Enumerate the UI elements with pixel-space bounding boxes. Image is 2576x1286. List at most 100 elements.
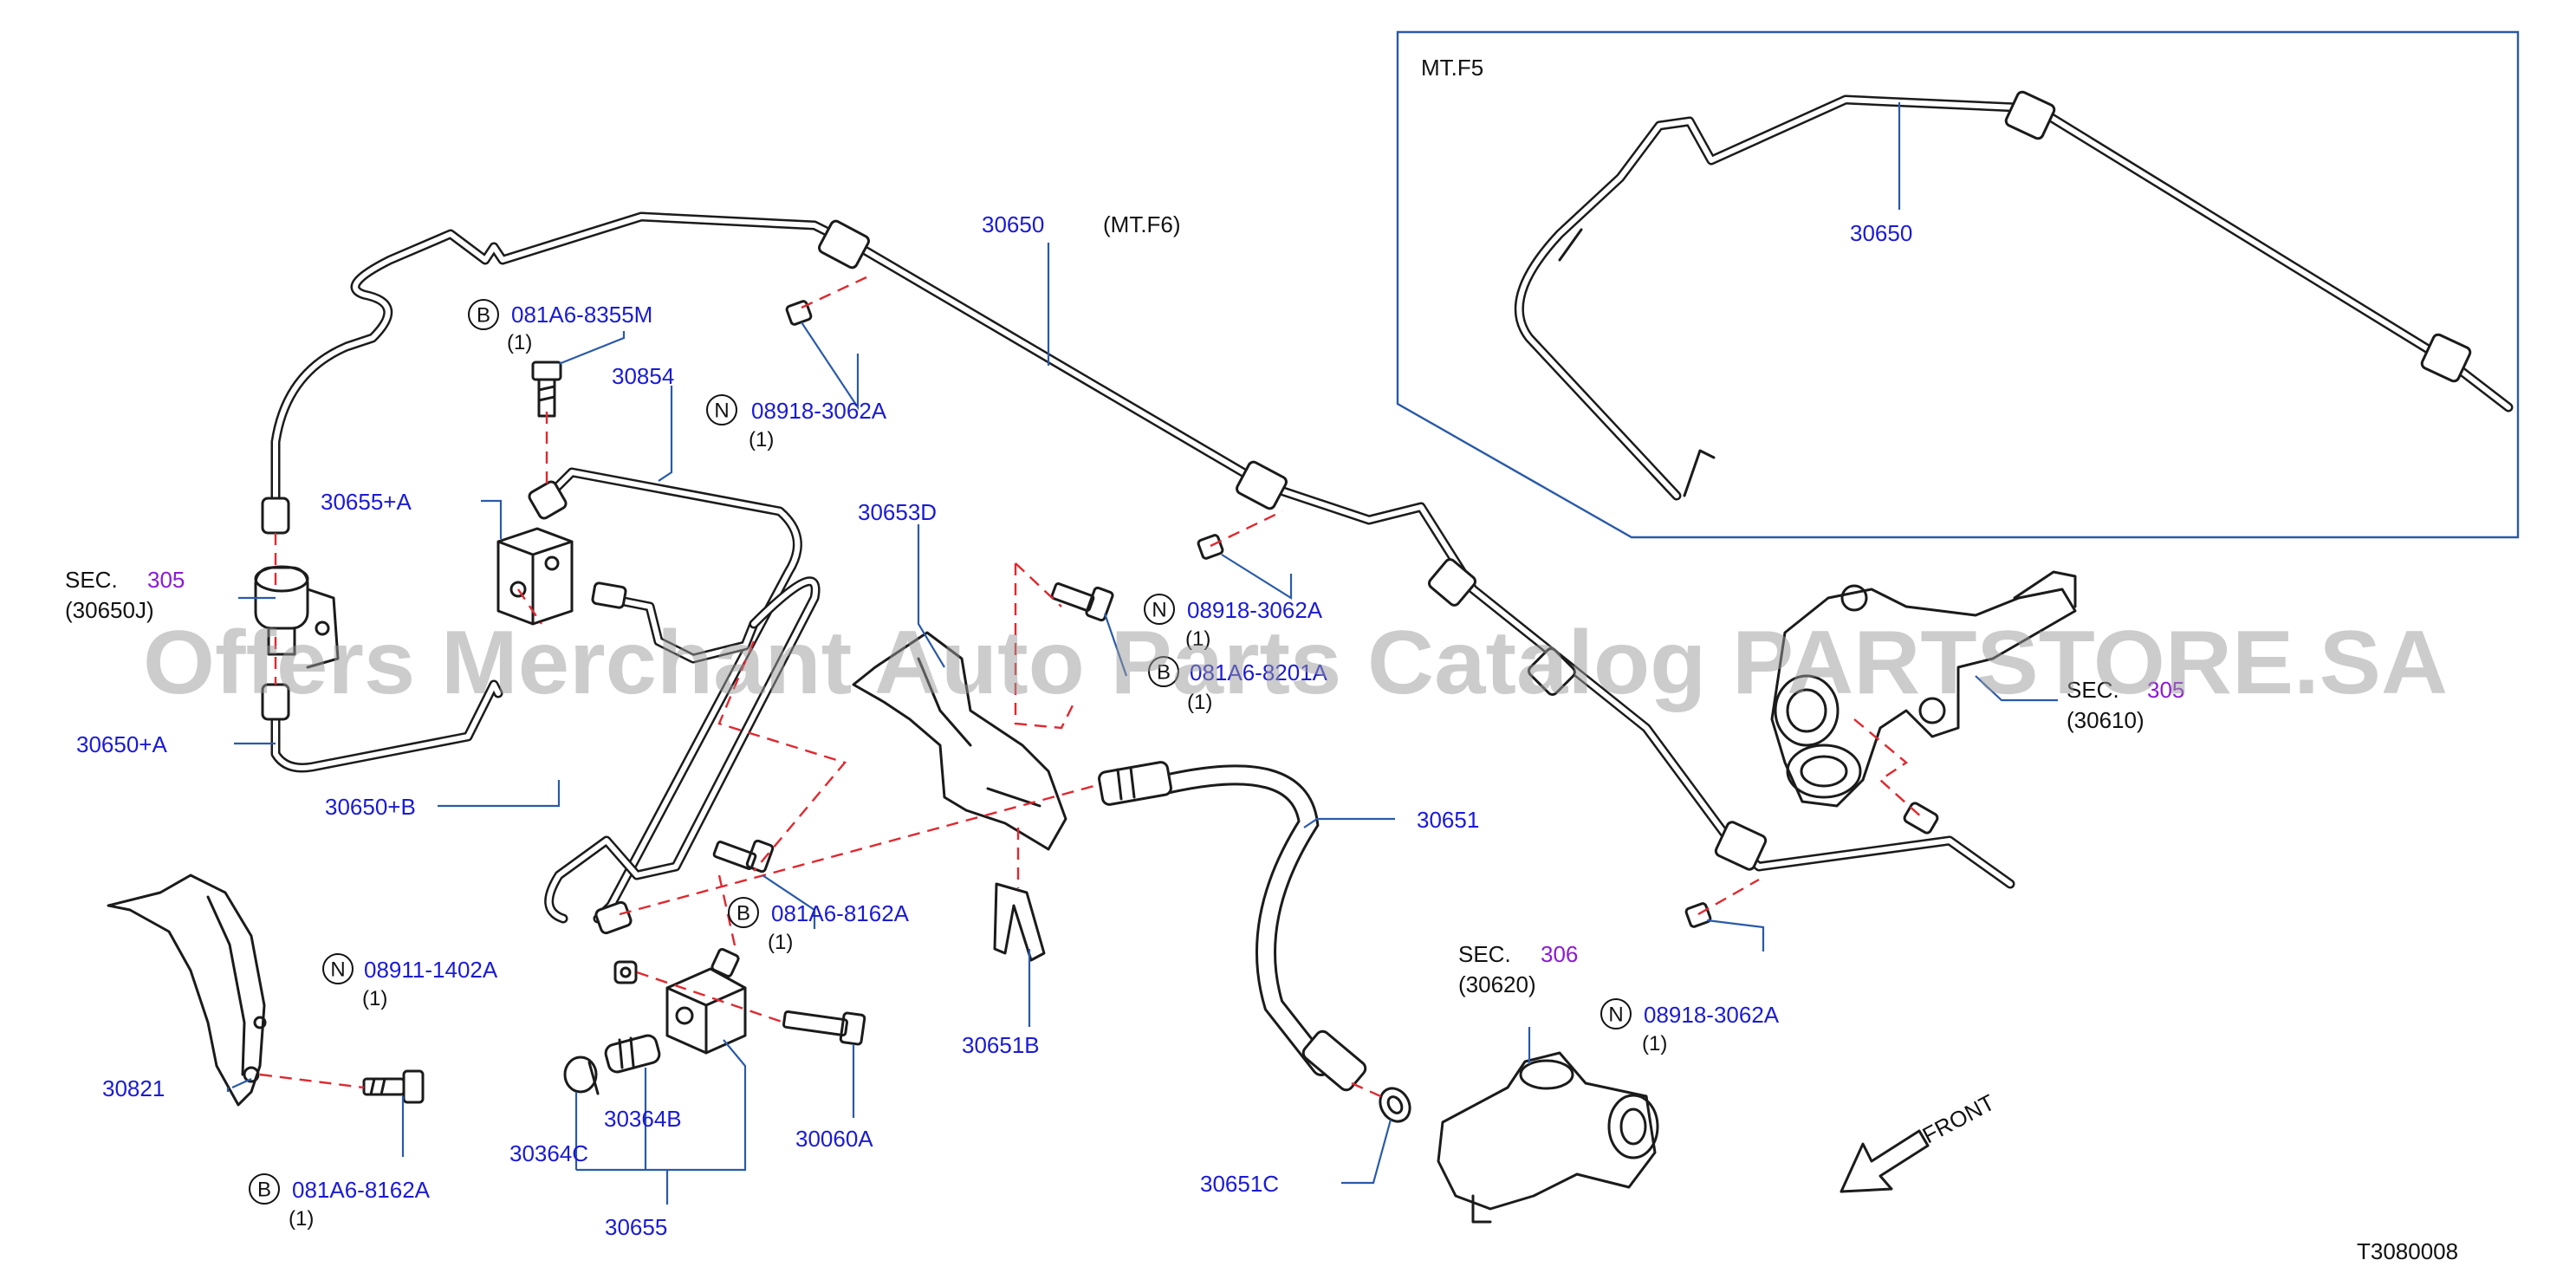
svg-text:SEC.: SEC. — [1458, 941, 1511, 967]
svg-text:N: N — [330, 958, 345, 982]
svg-text:N: N — [1152, 599, 1166, 622]
svg-text:B: B — [477, 304, 490, 328]
svg-text:(30620): (30620) — [1458, 971, 1536, 997]
master-cylinder-30610 — [1770, 570, 2077, 808]
pipe-end-fitting — [528, 480, 568, 520]
pipe-clip — [1236, 460, 1288, 510]
bolt-081a6-8355m — [531, 360, 562, 418]
bolt-30060a — [782, 1010, 866, 1046]
label-30364b: 30364B — [604, 1106, 682, 1132]
diagram-id: T3080008 — [2357, 1238, 2458, 1264]
nut-08911-1402a — [613, 960, 638, 984]
svg-text:(1): (1) — [768, 931, 793, 954]
svg-text:SEC.: SEC. — [65, 567, 118, 593]
hose-end-fitting — [1301, 1029, 1367, 1092]
svg-text:08918-3062A: 08918-3062A — [1644, 1002, 1780, 1028]
washer-30651c — [1379, 1087, 1411, 1123]
damper-30650j — [254, 565, 340, 669]
fastener-callout: N 08918-3062A (1) — [1144, 594, 1323, 651]
section-ref-30610: SEC. 305 (30610) — [2067, 677, 2184, 733]
front-label: FRONT — [1918, 1089, 1999, 1149]
svg-text:306: 306 — [1541, 941, 1578, 967]
svg-text:(1): (1) — [362, 987, 387, 1010]
label-30650a: 30650+A — [76, 731, 167, 757]
label-30364c: 30364C — [509, 1140, 588, 1166]
junction-block — [496, 527, 574, 626]
bleeder-block-30655 — [665, 947, 747, 1055]
svg-text:305: 305 — [2147, 677, 2184, 703]
inset-part-label: 30650 — [1850, 220, 1912, 246]
bleeder-cap-30364c — [563, 1055, 600, 1095]
hose-end-fitting — [1098, 761, 1172, 806]
svg-text:(1): (1) — [289, 1207, 314, 1231]
label-variant: (MT.F6) — [1103, 211, 1181, 237]
label-30821: 30821 — [102, 1075, 165, 1101]
label-30060a: 30060A — [795, 1126, 873, 1152]
svg-text:081A6-8201A: 081A6-8201A — [1190, 659, 1328, 685]
inset-pipe — [1514, 94, 2514, 501]
inset-frame — [1396, 30, 2520, 539]
bolt-081a6-8162a-upper — [712, 839, 775, 874]
pipe-clip — [1527, 646, 1577, 697]
pipe-clip — [1714, 821, 1768, 871]
label-30854: 30854 — [612, 363, 674, 389]
section-ref-30620: SEC. 306 (30620) — [1458, 941, 1578, 997]
svg-text:(1): (1) — [1187, 691, 1212, 714]
clutch-hose-30651 — [1098, 761, 1367, 1092]
svg-text:B: B — [736, 902, 750, 926]
label-30651b: 30651B — [962, 1032, 1040, 1058]
label-30651: 30651 — [1417, 807, 1479, 833]
svg-text:081A6-8355M: 081A6-8355M — [511, 302, 652, 328]
fastener-callout: B 081A6-8162A (1) — [728, 897, 910, 954]
nut-08918-3062a — [785, 300, 1712, 928]
pipe-end-fitting — [594, 900, 633, 935]
fastener-callout: N 08918-3062A (1) — [706, 394, 887, 451]
install-lines — [259, 276, 1924, 1101]
inset-clip — [2420, 333, 2472, 383]
svg-text:B: B — [1157, 661, 1171, 685]
svg-text:N: N — [1608, 1003, 1623, 1027]
svg-text:(1): (1) — [507, 331, 532, 354]
inset-clip — [2004, 90, 2056, 140]
label-30651c: 30651C — [1200, 1171, 1279, 1197]
svg-text:08911-1402A: 08911-1402A — [364, 957, 498, 983]
svg-text:(1): (1) — [749, 428, 774, 451]
watermark: Offers Merchant Auto Parts Catalog PARTS… — [143, 613, 2448, 713]
svg-text:(30610): (30610) — [2067, 707, 2145, 733]
svg-text:081A6-8162A: 081A6-8162A — [292, 1177, 431, 1203]
pipe-clip — [1428, 558, 1476, 607]
pipe-clip — [818, 219, 870, 270]
part-labels: 30650 (MT.F6) 30854 30655+A 30650+A 3065… — [65, 211, 2458, 1264]
operating-cylinder-30620 — [1437, 1051, 1659, 1224]
bolt-081a6-8162a — [362, 1069, 425, 1104]
svg-text:08918-3062A: 08918-3062A — [1187, 597, 1323, 623]
bleeder-screw-30364b — [604, 1034, 661, 1074]
fastener-callout: B 081A6-8355M (1) — [468, 299, 652, 354]
section-ref-30650j: SEC. 305 (30650J) — [65, 567, 185, 623]
label-30655: 30655 — [605, 1214, 667, 1240]
svg-text:(30650J): (30650J) — [65, 597, 154, 623]
bracket-30821 — [107, 874, 267, 1107]
svg-text:305: 305 — [147, 567, 185, 593]
pipe-end-fitting — [591, 581, 627, 609]
bolt-081a6-8201a — [1050, 582, 1114, 622]
leader-lines — [226, 243, 2058, 1205]
svg-text:SEC.: SEC. — [2067, 677, 2119, 703]
inset-mtf5: MT.F5 30650 — [1396, 30, 2520, 539]
clutch-pipe-30650 — [261, 211, 2015, 889]
pipe-end-fitting — [1903, 802, 1939, 835]
svg-text:(1): (1) — [1185, 627, 1210, 651]
clutch-pipe-loop — [261, 467, 821, 935]
svg-text:08918-3062A: 08918-3062A — [751, 398, 887, 424]
svg-text:(1): (1) — [1642, 1032, 1667, 1055]
pipe-end-fitting — [261, 497, 290, 535]
fastener-callout: B 081A6-8201A (1) — [1148, 656, 1328, 714]
label-30650: 30650 — [982, 211, 1044, 237]
fastener-callout: N 08911-1402A (1) — [322, 953, 498, 1010]
svg-text:N: N — [714, 399, 729, 423]
svg-text:B: B — [257, 1179, 271, 1202]
front-arrow: FRONT — [1840, 1089, 1999, 1193]
label-30650b: 30650+B — [325, 794, 416, 820]
clip-30651b — [993, 882, 1046, 962]
